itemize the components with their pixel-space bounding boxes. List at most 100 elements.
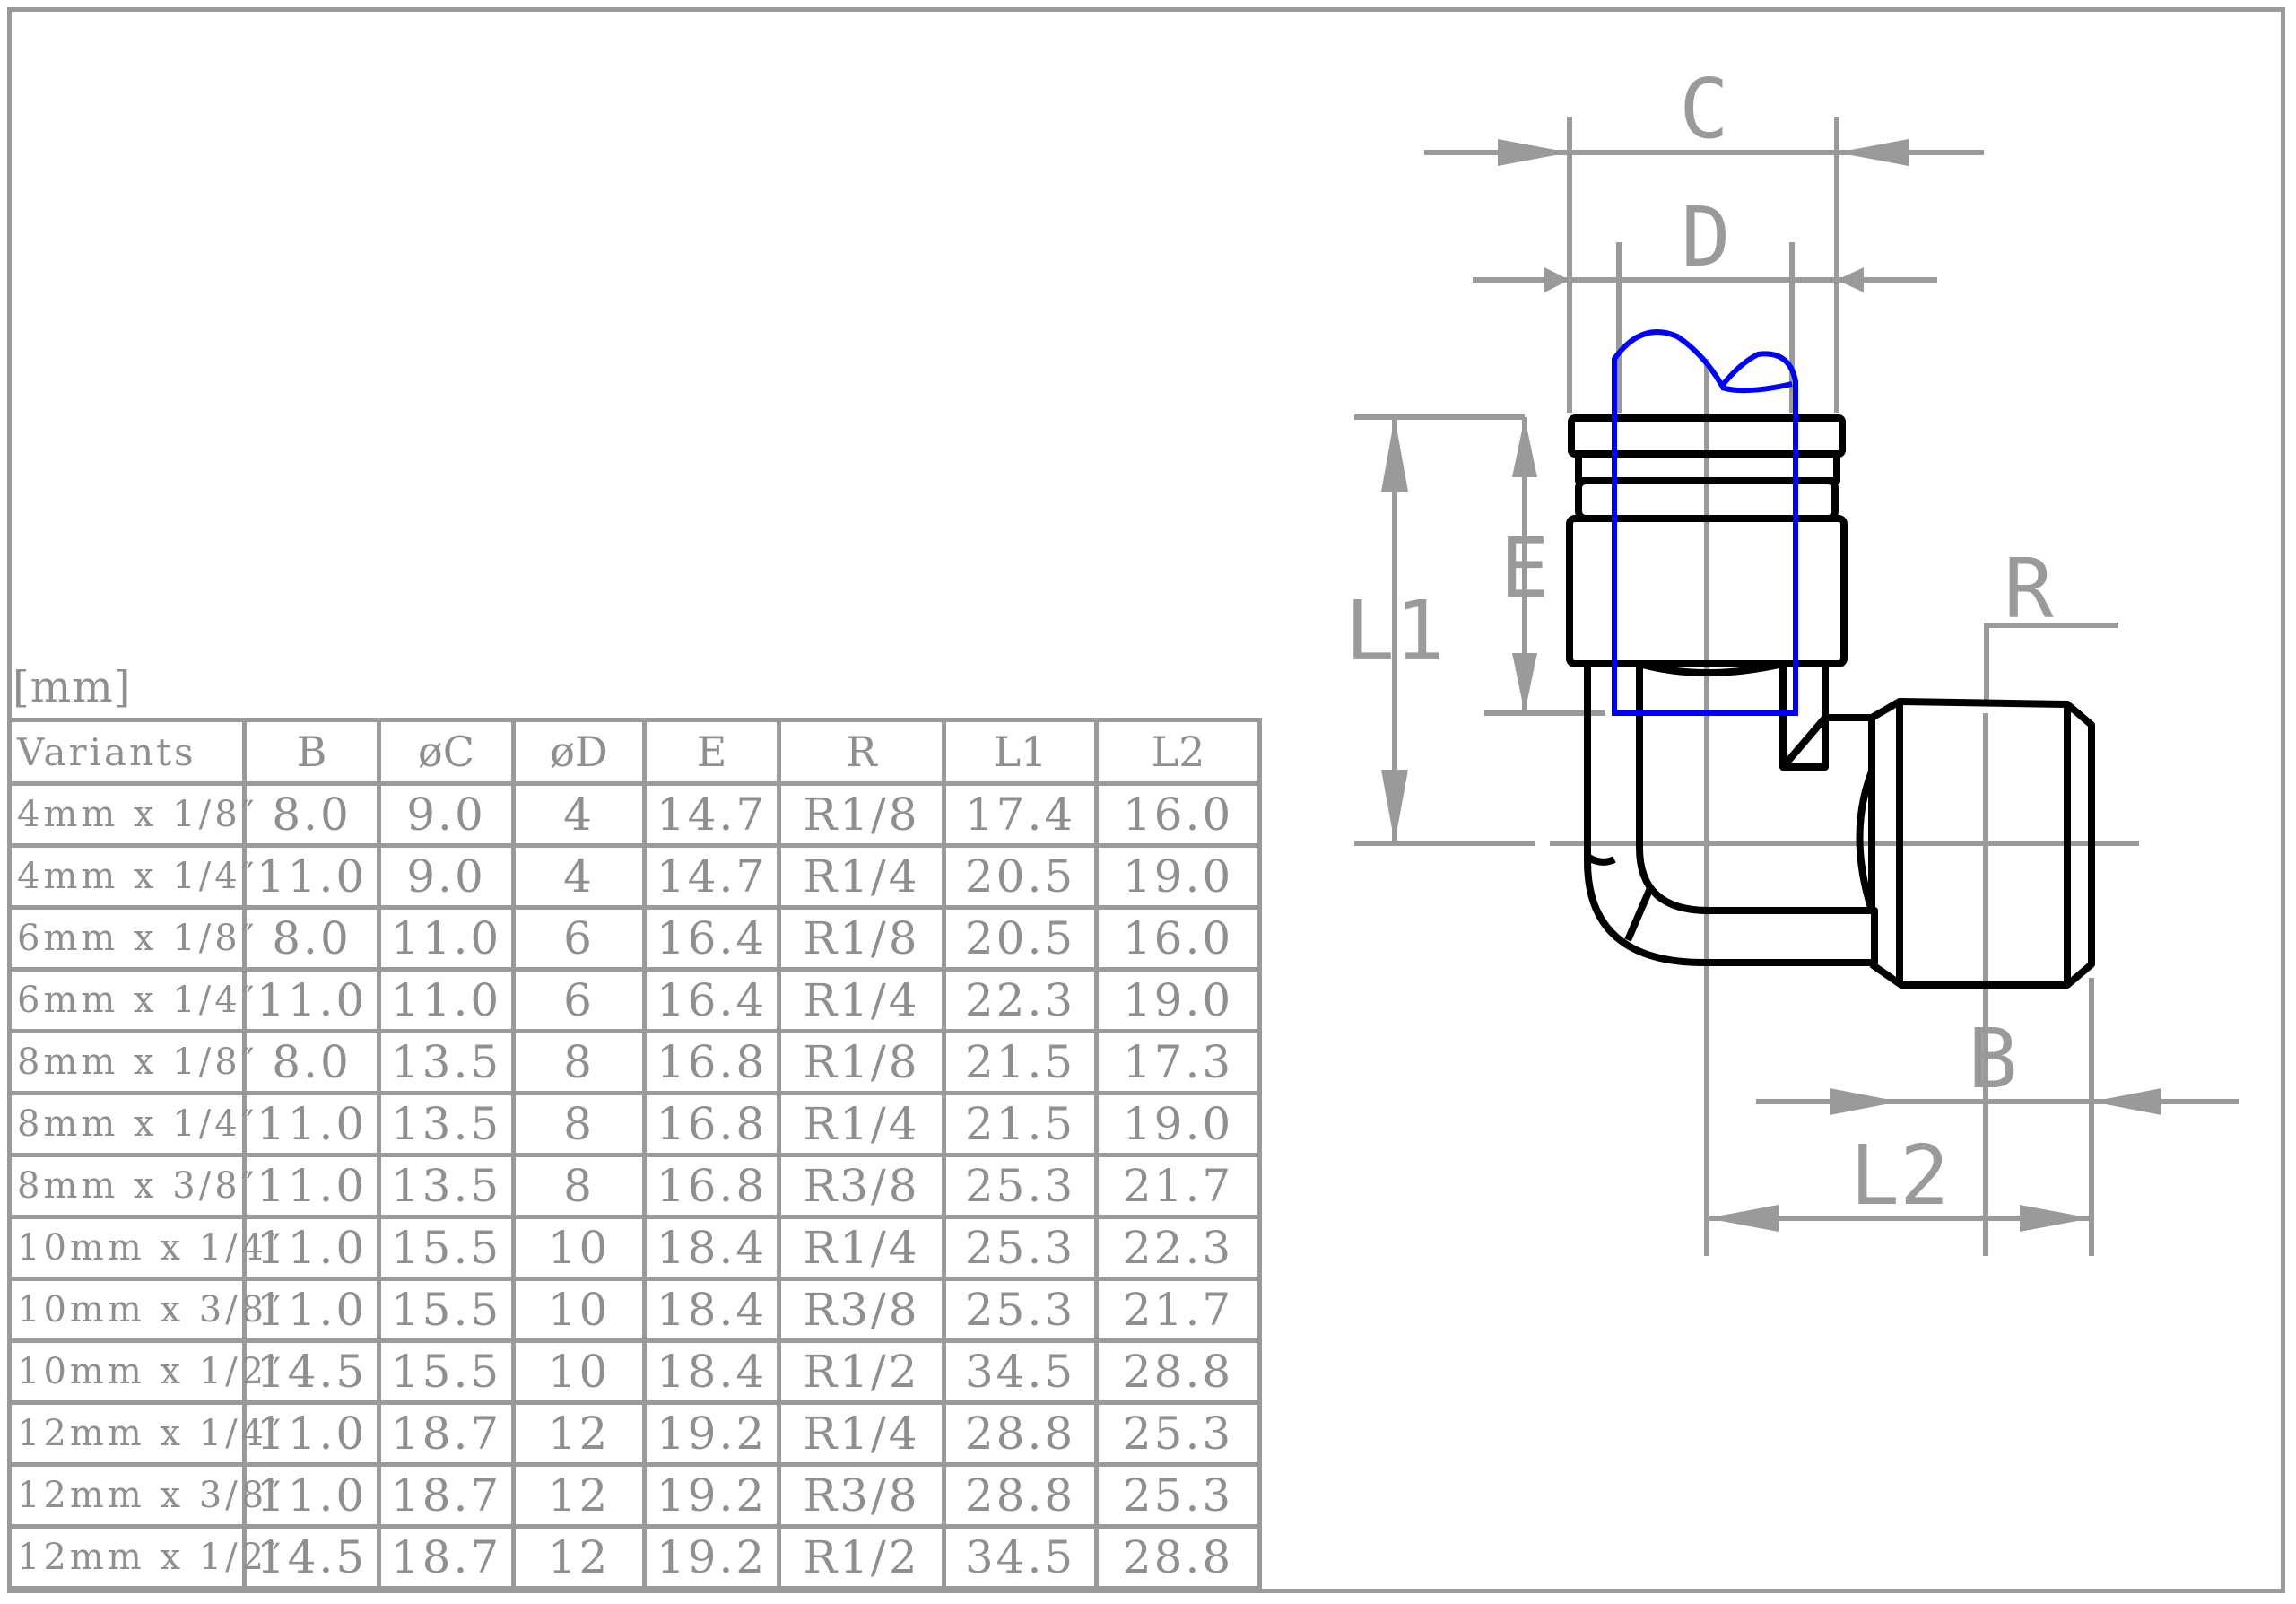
value-cell: 28.8 [942, 1400, 1099, 1467]
variant-cell: 10mm x 3/8″ [7, 1277, 281, 1343]
value-cell: R1/2 [777, 1338, 946, 1405]
value-cell: 18.7 [377, 1462, 516, 1529]
value-cell: 15.5 [377, 1277, 516, 1343]
value-cell: R1/4 [777, 1215, 946, 1281]
value-cell: R3/8 [777, 1153, 946, 1219]
value-cell: 11.0 [242, 1462, 381, 1529]
value-cell: 8 [511, 1153, 647, 1219]
value-cell: R1/4 [777, 1400, 946, 1467]
threaded-end [1869, 698, 2095, 989]
value-cell: 6 [511, 905, 647, 972]
r-leader [1984, 623, 2118, 700]
value-cell: 14.7 [642, 781, 781, 848]
value-cell: 19.2 [642, 1462, 781, 1529]
value-cell: 19.0 [1094, 843, 1262, 910]
value-cell: 8.0 [242, 781, 381, 848]
label-e: E [1500, 520, 1549, 616]
value-cell: 34.5 [942, 1524, 1099, 1591]
value-cell: 20.5 [942, 905, 1099, 972]
elbow-fitting-drawing: C D E L1 R B L2 [1345, 61, 2239, 1256]
label-b: B [1968, 1011, 2017, 1107]
value-cell: 8 [511, 1029, 647, 1095]
value-cell: 12 [511, 1400, 647, 1467]
variant-cell: 10mm x 1/4″ [7, 1215, 281, 1281]
value-cell: 17.4 [942, 781, 1099, 848]
body-socket [1566, 515, 1848, 667]
value-cell: R1/2 [777, 1524, 946, 1591]
value-cell: 18.4 [642, 1277, 781, 1343]
value-cell: 16.4 [642, 967, 781, 1033]
value-cell: 11.0 [242, 1153, 381, 1219]
tube-body [1612, 329, 1798, 716]
label-c: C [1679, 61, 1728, 157]
value-cell: 19.0 [1094, 1091, 1262, 1157]
value-cell: 10 [511, 1338, 647, 1405]
value-cell: 25.3 [1094, 1400, 1262, 1467]
elbow-chamfer [1779, 715, 1829, 770]
header-l1: L1 [942, 718, 1099, 786]
value-cell: 11.0 [242, 1400, 381, 1467]
value-cell: R3/8 [777, 1277, 946, 1343]
value-cell: 9.0 [377, 781, 516, 848]
value-cell: 15.5 [377, 1338, 516, 1405]
variant-cell: 4mm x 1/4″ [7, 843, 255, 910]
elbow-seam-2 [1585, 853, 1616, 866]
value-cell: 12 [511, 1462, 647, 1529]
value-cell: 22.3 [942, 967, 1099, 1033]
value-cell: 18.7 [377, 1524, 516, 1591]
variant-cell: 12mm x 1/2″ [7, 1524, 281, 1591]
value-cell: 13.5 [377, 1153, 516, 1219]
value-cell: 8.0 [242, 905, 381, 972]
value-cell: R1/8 [777, 781, 946, 848]
value-cell: 14.5 [242, 1524, 381, 1591]
dimension-table: Variants B øC øD E R L1 L2 4mm x 1/8″8.0… [7, 718, 1262, 1591]
value-cell: 18.4 [642, 1215, 781, 1281]
value-cell: 16.4 [642, 905, 781, 972]
value-cell: 11.0 [377, 905, 516, 972]
variant-cell: 8mm x 3/8″ [7, 1153, 255, 1219]
elbow-body [1584, 664, 1878, 966]
dimension-labels: C D E L1 R B L2 [1345, 61, 2055, 1224]
value-cell: R1/4 [777, 967, 946, 1033]
value-cell: 20.5 [942, 843, 1099, 910]
variant-cell: 6mm x 1/4″ [7, 967, 255, 1033]
value-cell: 15.5 [377, 1215, 516, 1281]
value-cell: 13.5 [377, 1091, 516, 1157]
label-d: D [1681, 189, 1730, 285]
value-cell: R1/8 [777, 1029, 946, 1095]
tube-cut-curve [1721, 381, 1793, 394]
value-cell: 19.0 [1094, 967, 1262, 1033]
value-cell: 16.8 [642, 1153, 781, 1219]
value-cell: 12 [511, 1524, 647, 1591]
value-cell: R3/8 [777, 1462, 946, 1529]
value-cell: 25.3 [942, 1277, 1099, 1343]
thread-neck-curve [1856, 770, 1875, 912]
value-cell: 28.8 [1094, 1338, 1262, 1405]
table-header-row: Variants B øC øD E R L1 L2 [7, 718, 1262, 786]
header-l2: L2 [1094, 718, 1262, 786]
variant-cell: 10mm x 1/2″ [7, 1338, 281, 1405]
value-cell: 10 [511, 1277, 647, 1343]
value-cell: 11.0 [242, 1091, 381, 1157]
value-cell: 11.0 [242, 1277, 381, 1343]
elbow-seam [1624, 886, 1654, 942]
value-cell: 16.8 [642, 1091, 781, 1157]
value-cell: 25.3 [942, 1153, 1099, 1219]
value-cell: 19.2 [642, 1400, 781, 1467]
header-c: øC [377, 718, 516, 786]
variant-cell: 8mm x 1/4″ [7, 1091, 255, 1157]
label-r: R [2004, 541, 2054, 637]
value-cell: 19.2 [642, 1524, 781, 1591]
